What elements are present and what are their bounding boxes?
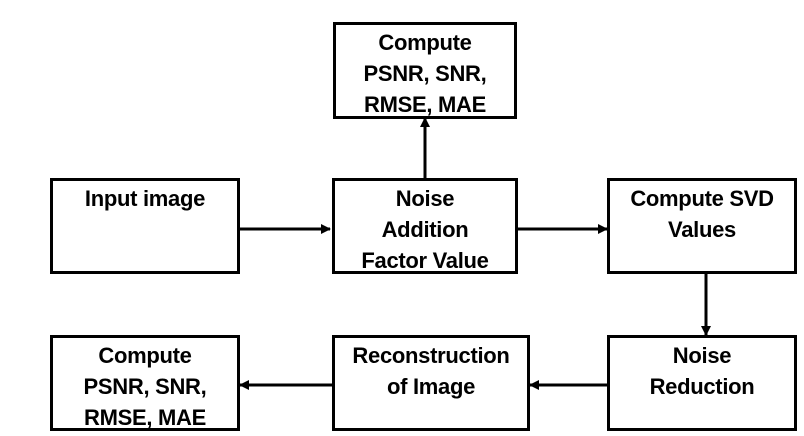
node-text: PSNR, SNR, [83,374,207,399]
node-text: Reconstruction [352,343,510,368]
node-text: Input image [84,186,206,211]
node-text: Noise [672,343,732,368]
node-input-image: Input image [50,178,240,274]
node-text: Values [668,217,736,242]
node-text: Compute [98,343,192,368]
node-compute-svd: Compute SVD Values [607,178,797,274]
node-text: of Image [386,374,476,399]
node-text: Compute [378,30,472,55]
node-noise-addition: Noise Addition Factor Value [332,178,518,274]
node-text: PSNR, SNR, [363,61,487,86]
node-metrics-top: Compute PSNR, SNR, RMSE, MAE [333,22,517,119]
node-text: RMSE, MAE [84,405,206,430]
node-text: Noise [395,186,455,211]
node-text: Addition [381,217,469,242]
node-text: RMSE, MAE [364,92,486,117]
node-reconstruction: Reconstruction of Image [332,335,530,431]
node-text: Factor Value [361,248,489,273]
node-noise-reduction: Noise Reduction [607,335,797,431]
node-metrics-bottom: Compute PSNR, SNR, RMSE, MAE [50,335,240,431]
node-text: Reduction [649,374,755,399]
node-text: Compute SVD [630,186,774,211]
